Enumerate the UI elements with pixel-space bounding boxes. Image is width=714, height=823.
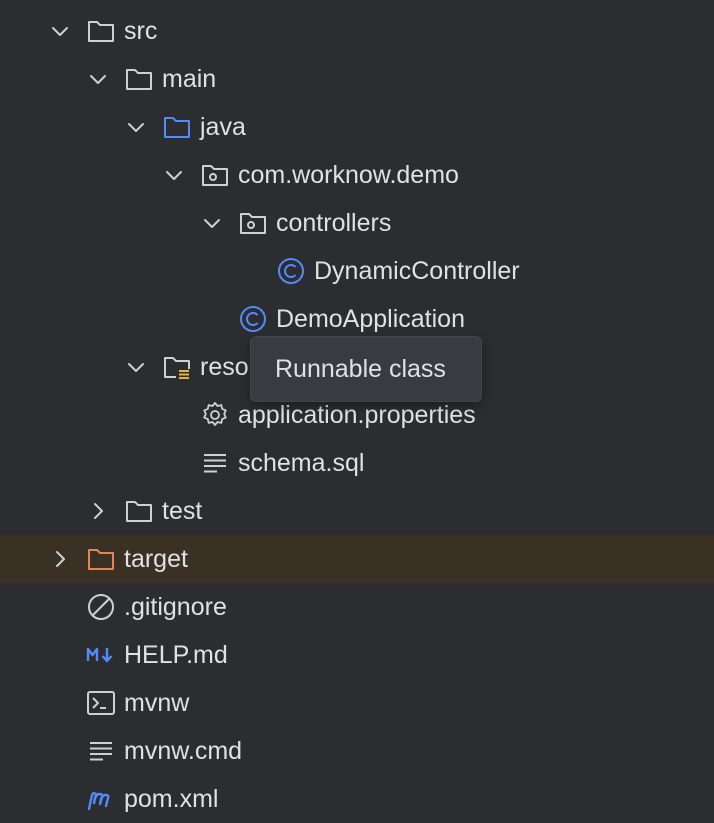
tree-item-mvnw-cmd[interactable]: mvnw.cmd [0,727,714,775]
chevron-right-icon[interactable] [48,547,72,571]
tree-item-main[interactable]: main [0,55,714,103]
tree-item-pom-xml[interactable]: pom.xml [0,775,714,823]
text-file-icon [204,454,226,473]
tree-item-label: java [200,113,246,141]
tree-item-com-worknow-demo[interactable]: com.worknow.demo [0,151,714,199]
tree-item-dynamiccontroller[interactable]: DynamicController [0,247,714,295]
tree-item-help-md[interactable]: HELP.md [0,631,714,679]
tree-item-target[interactable]: target [0,535,714,583]
tree-item-label: main [162,65,217,93]
tree-item-label: test [162,497,203,525]
tree-item-test[interactable]: test [0,487,714,535]
tree-item-label: pom.xml [124,785,219,813]
package-icon [240,213,266,234]
tree-item-label: DemoApplication [276,305,465,333]
terminal-icon [87,691,115,715]
tree-item-mvnw[interactable]: mvnw [0,679,714,727]
tree-item-label: src [124,17,158,45]
tree-item-label: schema.sql [238,449,365,477]
maven-icon [87,792,110,811]
tree-item-label: DynamicController [314,257,520,285]
tree-item-controllers[interactable]: controllers [0,199,714,247]
tooltip: Runnable class [250,336,482,402]
tree-item-label: mvnw.cmd [124,737,243,765]
tree-item-demoapplication[interactable]: DemoApplication [0,295,714,343]
tree-item-schema-sql[interactable]: schema.sql [0,439,714,487]
gear-icon [203,402,227,426]
tree-item-label: mvnw [124,689,190,717]
folder-icon [88,21,114,42]
chevron-down-icon[interactable] [86,67,110,91]
tree-item-application-properties[interactable]: application.properties [0,391,714,439]
tree-item-gitignore[interactable]: .gitignore [0,583,714,631]
tree-item-label: target [124,545,188,573]
ignore-file-icon [88,594,114,620]
text-file-icon [90,742,112,761]
chevron-down-icon[interactable] [124,355,148,379]
tree-item-label: HELP.md [124,641,228,669]
tree-item-java[interactable]: java [0,103,714,151]
folder-icon [126,69,152,90]
tooltip-text: Runnable class [275,355,446,383]
class-icon [240,306,266,332]
markdown-icon [86,647,113,663]
class-icon [278,258,304,284]
tree-item-src[interactable]: src [0,7,714,55]
chevron-down-icon[interactable] [200,211,224,235]
chevron-down-icon[interactable] [162,163,186,187]
chevron-right-icon[interactable] [86,499,110,523]
chevron-down-icon[interactable] [48,19,72,43]
folder-icon [126,501,152,522]
tree-item-label: controllers [276,209,392,237]
tree-item-label: .gitignore [124,593,227,621]
excluded-folder-icon [88,549,114,570]
chevron-down-icon[interactable] [124,115,148,139]
source-folder-icon [164,117,190,138]
resources-folder-icon [164,357,190,379]
tree-item-label: application.properties [238,401,476,429]
tree-item-label: com.worknow.demo [238,161,459,189]
package-icon [202,165,228,186]
